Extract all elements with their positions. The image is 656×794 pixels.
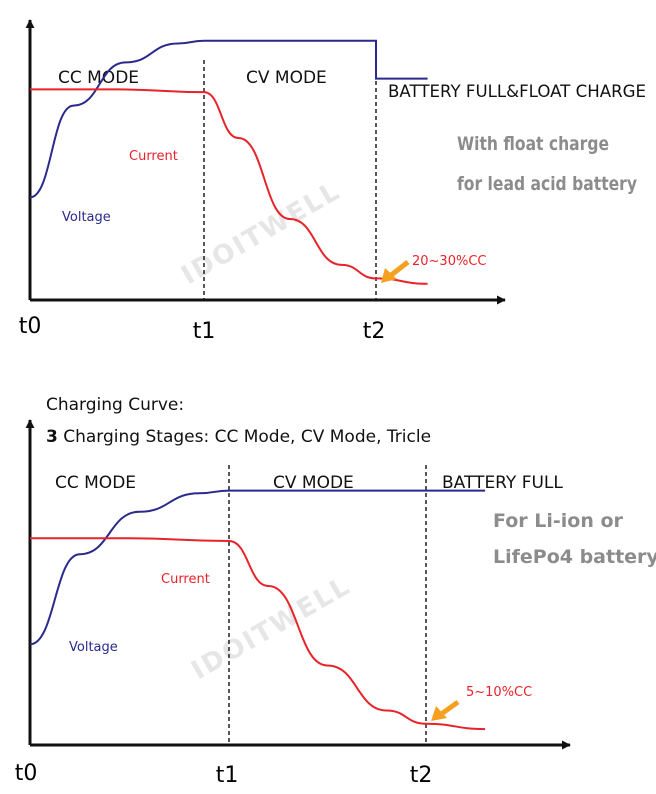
note-line-2: LifePo4 battery xyxy=(493,546,656,568)
caption-stage-count: 3 xyxy=(46,427,58,447)
x-tick-t2: t2 xyxy=(363,319,386,344)
note-line-2: for lead acid battery xyxy=(457,173,638,195)
annotation-label: 20~30%CC xyxy=(412,254,486,269)
x-tick-t0: t0 xyxy=(15,761,38,786)
x-tick-t1: t1 xyxy=(193,319,216,344)
annotation-arrow xyxy=(431,699,460,721)
x-tick-t0: t0 xyxy=(19,314,42,339)
x-tick-t1: t1 xyxy=(216,763,239,788)
chart-float-charge: IDOITWELL CC MODE CV MODE BATTERY FULL&F… xyxy=(19,19,646,344)
stage-label-cc: CC MODE xyxy=(55,473,136,493)
current-label: Current xyxy=(161,572,210,587)
watermark: IDOITWELL xyxy=(187,571,356,686)
current-line xyxy=(30,537,486,731)
stage-label-cc: CC MODE xyxy=(58,68,139,88)
current-label: Current xyxy=(129,149,178,164)
caption-stage-text: Charging Stages: CC Mode, CV Mode, Tricl… xyxy=(58,427,431,447)
watermark: IDOITWELL xyxy=(177,176,346,291)
caption-line-1: Charging Curve: xyxy=(46,395,184,415)
stage-label-cv: CV MODE xyxy=(273,473,354,493)
annotation-arrow xyxy=(381,260,410,283)
annotation-label: 5~10%CC xyxy=(466,685,532,700)
caption-line-2: 3 Charging Stages: CC Mode, CV Mode, Tri… xyxy=(46,427,431,447)
voltage-line xyxy=(29,39,428,199)
x-tick-t2: t2 xyxy=(410,763,433,788)
stage-label-cv: CV MODE xyxy=(246,68,327,88)
note-line-1: For Li-ion or xyxy=(493,510,624,532)
note-line-1: With float charge xyxy=(457,133,609,155)
stage-label-full: BATTERY FULL&FLOAT CHARGE xyxy=(388,82,646,102)
stage-label-full: BATTERY FULL xyxy=(442,473,563,493)
voltage-line xyxy=(29,489,486,646)
voltage-label: Voltage xyxy=(69,640,118,655)
voltage-label: Voltage xyxy=(62,210,111,225)
current-line xyxy=(30,88,428,285)
chart-li-ion: IDOITWELL CC MODE CV MODE BATTERY FULL F… xyxy=(15,419,656,788)
